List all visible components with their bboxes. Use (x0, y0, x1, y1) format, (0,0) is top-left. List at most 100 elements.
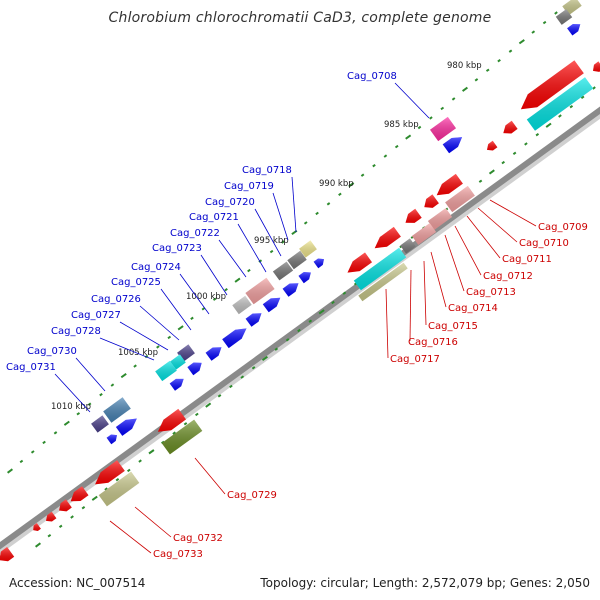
feature-cag0719-shade (287, 250, 307, 270)
scale-tick-inner-41 (501, 160, 505, 165)
feature-red-f-shade (46, 511, 57, 522)
scale-tick-outer-46 (531, 30, 536, 34)
scale-tick-inner-12 (172, 431, 176, 435)
feature-blue-e-shade (245, 313, 262, 327)
scale-tick-outer-26 (303, 221, 308, 225)
gene-label-top-5: Cag_0722 (170, 228, 220, 239)
scale-tick-inner-6 (104, 487, 108, 491)
scale-tick-outer-35 (405, 134, 412, 140)
leader-top-2 (272, 192, 289, 241)
scale-tick-outer-7 (87, 402, 92, 406)
feature-cag0730-shade (103, 397, 131, 423)
gene-label-bottom-6: Cag_0715 (428, 321, 478, 332)
gene-label-top-1: Cag_0718 (242, 165, 292, 176)
feature-top-gray-shade (555, 9, 573, 25)
feature-blue-f-shade (169, 378, 184, 391)
feature-cag0716-shade (400, 238, 416, 254)
feature-blue-h-shade (106, 434, 117, 445)
gene-label-bottom-7: Cag_0716 (408, 337, 458, 348)
leader-bottom-8 (385, 288, 389, 359)
gene-label-bottom-9: Cag_0729 (227, 490, 277, 501)
leader-bottom-1 (477, 207, 518, 243)
genome-summary: Topology: circular; Length: 2,572,079 bp… (260, 576, 590, 590)
feature-cag0710-shade (445, 185, 475, 213)
feature-cag0726-shade (187, 362, 202, 376)
gene-label-bottom-3: Cag_0712 (483, 271, 533, 282)
gene-label-top-10: Cag_0727 (71, 310, 121, 321)
leader-top-12 (75, 357, 106, 392)
leader-bottom-11 (109, 520, 152, 554)
scale-tick-outer-2 (30, 450, 35, 454)
feature-red-0729-shade (157, 408, 186, 432)
scale-tick-inner-15 (205, 402, 212, 408)
gene-label-bottom-10: Cag_0732 (173, 533, 223, 544)
scale-tick-outer-6 (76, 412, 81, 416)
feature-blue-0708-shade (442, 137, 463, 154)
feature-blue-b-shade (298, 272, 311, 284)
scale-tick-inner-25 (318, 309, 325, 315)
feature-cag0711-shade (424, 194, 439, 208)
feature-red-h-shade (0, 547, 15, 562)
leader-bottom-7 (409, 269, 412, 342)
backbone-line (0, 106, 600, 550)
scale-tick-outer-23 (269, 249, 274, 254)
scale-label-6: 1010 kbp (51, 402, 91, 412)
scale-tick-outer-32 (372, 163, 376, 168)
feature-red-small-a-shade (503, 120, 518, 134)
scale-tick-inner-46 (558, 114, 562, 118)
scale-tick-outer-37 (429, 116, 433, 120)
scale-tick-outer-24 (281, 240, 285, 244)
scale-tick-inner-14 (195, 412, 199, 417)
scale-tick-inner-10 (148, 449, 155, 455)
scale-tick-inner-39 (478, 179, 483, 183)
gene-label-top-7: Cag_0724 (131, 262, 181, 273)
scale-tick-outer-48 (554, 11, 558, 15)
gene-label-bottom-0: Cag_0709 (538, 222, 588, 233)
scale-tick-inner-22 (285, 338, 290, 342)
scale-tick-inner-7 (115, 477, 120, 482)
map-title: Chlorobium chlorochromatii CaD3, complet… (108, 10, 492, 26)
accession-label: Accession: NC_007514 (9, 576, 146, 590)
scale-tick-inner-18 (240, 375, 245, 379)
feature-top-blue-shade (567, 24, 581, 36)
scale-tick-inner-20 (261, 355, 268, 362)
scale-tick-outer-28 (326, 202, 331, 206)
scale-tick-outer-12 (144, 354, 149, 359)
feature-red-d-shade (70, 486, 89, 502)
feature-cag0714-shade (411, 223, 437, 245)
scale-tick-outer-11 (133, 364, 137, 368)
scale-tick-inner-2 (58, 524, 63, 529)
feature-blue-a-shade (313, 258, 324, 269)
feature-cag0731-shade (91, 415, 109, 433)
scale-tick-inner-13 (183, 422, 188, 426)
feature-cag0724-shade (222, 328, 247, 349)
scale-label-5: 1005 kbp (118, 348, 158, 358)
scale-tick-inner-49 (592, 86, 596, 90)
scale-label-3: 995 kbp (254, 236, 289, 246)
scale-tick-outer-18 (212, 297, 217, 301)
gene-label-bottom-1: Cag_0710 (519, 238, 569, 249)
leader-top-10 (119, 321, 169, 351)
feature-red-g-shade (33, 523, 41, 531)
scale-tick-inner-48 (580, 95, 585, 100)
scale-tick-inner-43 (524, 142, 528, 146)
feature-red-edge-shade (593, 61, 600, 72)
scale-label-0: 980 kbp (447, 61, 482, 71)
scale-tick-outer-17 (201, 307, 206, 311)
gene-label-top-11: Cag_0728 (51, 326, 101, 337)
scale-tick-outer-0 (7, 468, 13, 474)
gene-label-top-9: Cag_0726 (91, 294, 141, 305)
scale-tick-inner-26 (331, 300, 335, 305)
leader-bottom-4 (444, 234, 465, 292)
scale-label-1: 985 kbp (384, 120, 419, 130)
scale-tick-outer-19 (224, 287, 228, 292)
feature-cag0727-shade (170, 354, 186, 370)
scale-tick-outer-3 (42, 440, 46, 445)
scale-tick-outer-34 (394, 144, 399, 149)
feature-cag0729-shade (161, 419, 203, 455)
feature-red-c-shade (347, 252, 372, 273)
scale-tick-inner-24 (308, 319, 313, 323)
feature-cag0712-shade (405, 208, 422, 223)
gene-label-bottom-2: Cag_0711 (502, 254, 552, 265)
